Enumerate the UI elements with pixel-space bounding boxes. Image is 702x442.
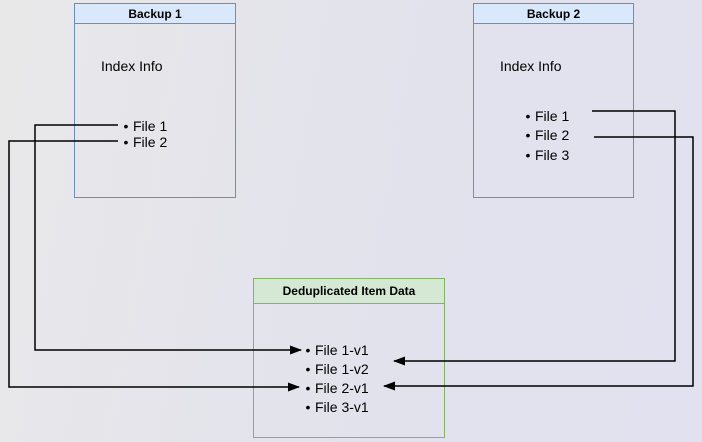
backup2-box: Backup 2 Index Info • File 1 • File 2 • …: [473, 3, 634, 198]
dedup-item-file1v1: File 1-v1: [315, 341, 369, 358]
backup2-file-3: File 3: [535, 146, 570, 163]
bullet-icon: •: [305, 398, 311, 415]
list-item: • File 2: [521, 126, 570, 146]
backup2-header: Backup 2: [474, 4, 633, 24]
list-item: • File 3-v1: [301, 397, 369, 416]
list-item: • File 1-v1: [301, 340, 369, 359]
backup1-box: Backup 1 Index Info • File 1 • File 2: [74, 3, 236, 198]
list-item: • File 2: [119, 134, 168, 150]
backup1-file-2: File 2: [133, 134, 168, 150]
dedup-item-file1v2: File 1-v2: [315, 360, 369, 377]
backup1-file-list: • File 1 • File 2: [119, 118, 168, 150]
backup1-title: Backup 1: [128, 6, 182, 21]
backup1-index-label: Index Info: [101, 58, 163, 74]
bullet-icon: •: [525, 107, 531, 124]
bullet-icon: •: [123, 134, 129, 150]
list-item: • File 1: [119, 118, 168, 134]
dedup-item-list: • File 1-v1 • File 1-v2 • File 2-v1 • Fi…: [301, 340, 369, 416]
list-item: • File 3: [521, 145, 570, 165]
backup2-file-2: File 2: [535, 127, 570, 144]
backup2-file-list: • File 1 • File 2 • File 3: [521, 106, 570, 165]
dedup-title: Deduplicated Item Data: [282, 284, 416, 298]
dedup-box: Deduplicated Item Data • File 1-v1 • Fil…: [253, 278, 445, 438]
bullet-icon: •: [305, 341, 311, 358]
backup1-file-1: File 1: [133, 118, 168, 134]
dedup-item-file3v1: File 3-v1: [315, 398, 369, 415]
bullet-icon: •: [305, 379, 311, 396]
dedup-item-file2v1: File 2-v1: [315, 379, 369, 396]
list-item: • File 1: [521, 106, 570, 126]
list-item: • File 2-v1: [301, 378, 369, 397]
backup2-index-label: Index Info: [500, 58, 562, 74]
bullet-icon: •: [123, 118, 129, 134]
bullet-icon: •: [525, 146, 531, 163]
backup2-file-1: File 1: [535, 107, 570, 124]
bullet-icon: •: [525, 127, 531, 144]
list-item: • File 1-v2: [301, 359, 369, 378]
backup1-header: Backup 1: [75, 4, 235, 24]
bullet-icon: •: [305, 360, 311, 377]
dedup-header: Deduplicated Item Data: [254, 279, 444, 304]
backup2-title: Backup 2: [526, 6, 581, 21]
